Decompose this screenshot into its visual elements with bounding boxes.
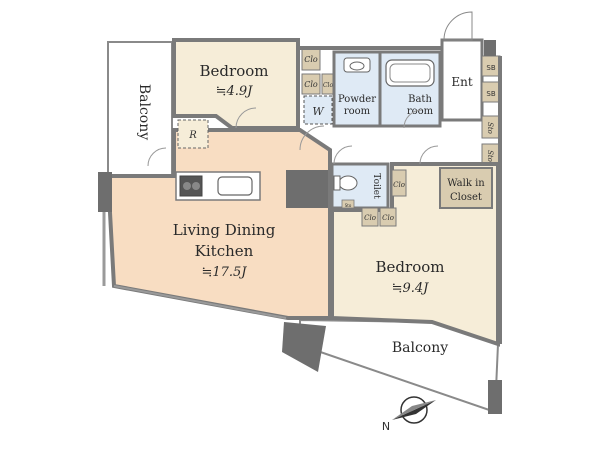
ldk-name-line2: Kitchen	[195, 242, 254, 260]
bedroom-large-area: ≒9.4J	[392, 281, 430, 296]
powder-room-line1: Powder	[338, 94, 376, 105]
balcony-bottom-label: Balcony	[392, 340, 448, 356]
powder-sink	[343, 57, 371, 73]
closet-label: Clo	[304, 55, 318, 64]
compass-label: N	[382, 420, 390, 433]
washer-space	[303, 95, 333, 125]
powder-basin-icon	[349, 61, 365, 71]
closet-bedroom-large	[391, 169, 407, 197]
bath-room-line2: room	[407, 106, 434, 117]
closet-bedroom-large	[361, 207, 379, 227]
exterior-wall	[174, 38, 442, 50]
toilet-tank	[333, 175, 341, 191]
balcony-left	[107, 41, 173, 183]
entrance-label: Ent	[451, 75, 472, 89]
bedroom-small-name: Bedroom	[200, 62, 269, 80]
window	[113, 285, 287, 319]
door-swing-icon	[299, 125, 325, 151]
walk-in-closet-line2: Closet	[450, 192, 482, 203]
door-swing-icon	[403, 109, 423, 129]
balcony-left-label: Balcony	[136, 84, 152, 140]
compass: N	[382, 396, 436, 433]
bedroom-large-name: Bedroom	[376, 258, 445, 276]
closet-label: Clo	[323, 82, 334, 89]
compass-ring	[400, 396, 428, 424]
shoe-box-label: SB	[486, 64, 495, 72]
kitchen-sink	[217, 176, 253, 196]
compass-arrow-icon	[392, 400, 436, 420]
column	[282, 322, 326, 372]
closet-label: Clo	[393, 181, 405, 189]
fridge-space	[177, 119, 209, 149]
column	[488, 380, 502, 414]
walk-in-closet-line1: Walk in	[447, 178, 485, 189]
column	[98, 172, 112, 212]
washer-label: W	[312, 105, 325, 118]
toilet-label: Toilet	[371, 173, 381, 199]
closet-bedroom-small-2	[301, 73, 321, 95]
door-swing-icon	[235, 107, 257, 129]
bathtub-inner	[389, 63, 431, 83]
column	[286, 170, 328, 208]
closet-label: Clo	[304, 80, 318, 89]
ldk-name-line1: Living Dining	[173, 221, 276, 239]
bath-room-line1: Bath	[408, 94, 432, 105]
bedroom-small-area: ≒4.9J	[216, 84, 254, 99]
storage-label: Sto	[486, 122, 494, 134]
shoe-box-label: SB	[486, 90, 495, 98]
fridge-label: R	[188, 130, 197, 141]
small-storage-label: Sto	[345, 203, 352, 208]
bathtub	[385, 59, 435, 87]
ldk-area: ≒17.5J	[201, 265, 247, 280]
walk-in-closet	[439, 167, 493, 209]
column	[484, 40, 496, 56]
stove-burner-icon	[192, 182, 200, 190]
door-swing-icon	[333, 145, 353, 165]
door-swing-icon	[147, 147, 167, 167]
closet-bedroom-large	[379, 207, 397, 227]
door-swing-icon	[419, 145, 439, 165]
closet-label: Clo	[364, 214, 376, 222]
toilet-bowl-icon	[338, 175, 358, 191]
closet-label: Clo	[382, 214, 394, 222]
powder-room-line2: room	[344, 106, 371, 117]
stove-burner-icon	[183, 182, 191, 190]
toilet-floor	[330, 162, 390, 210]
storage-label: Sto	[486, 150, 494, 162]
entrance-door-icon	[443, 11, 473, 41]
